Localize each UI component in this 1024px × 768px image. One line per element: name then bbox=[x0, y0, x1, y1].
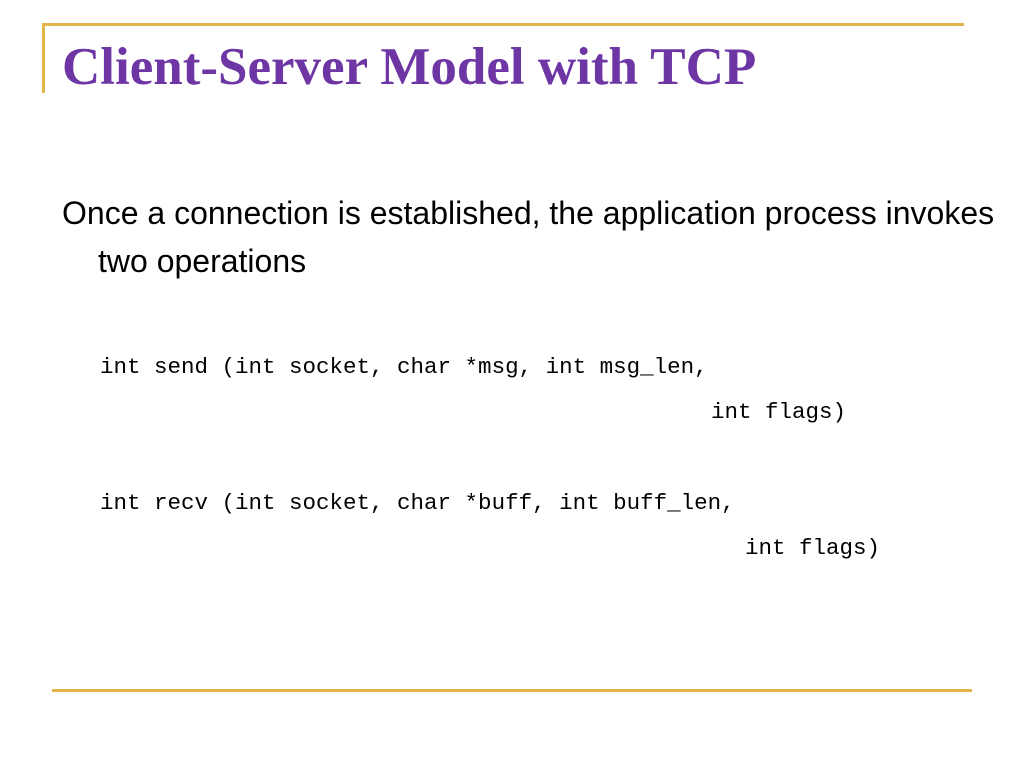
recv-signature-line-2: int flags) bbox=[745, 535, 881, 561]
send-signature-line-2: int flags) bbox=[711, 399, 847, 425]
send-signature-line-1: int send (int socket, char *msg, int msg… bbox=[100, 354, 708, 380]
footer-rule bbox=[52, 689, 972, 692]
bullet-text: Once a connection is established, the ap… bbox=[62, 195, 995, 279]
left-frame-rule bbox=[42, 23, 45, 93]
slide-title: Client-Server Model with TCP bbox=[62, 38, 757, 96]
recv-signature-line-1: int recv (int socket, char *buff, int bu… bbox=[100, 490, 735, 516]
top-frame-rule bbox=[42, 23, 964, 26]
